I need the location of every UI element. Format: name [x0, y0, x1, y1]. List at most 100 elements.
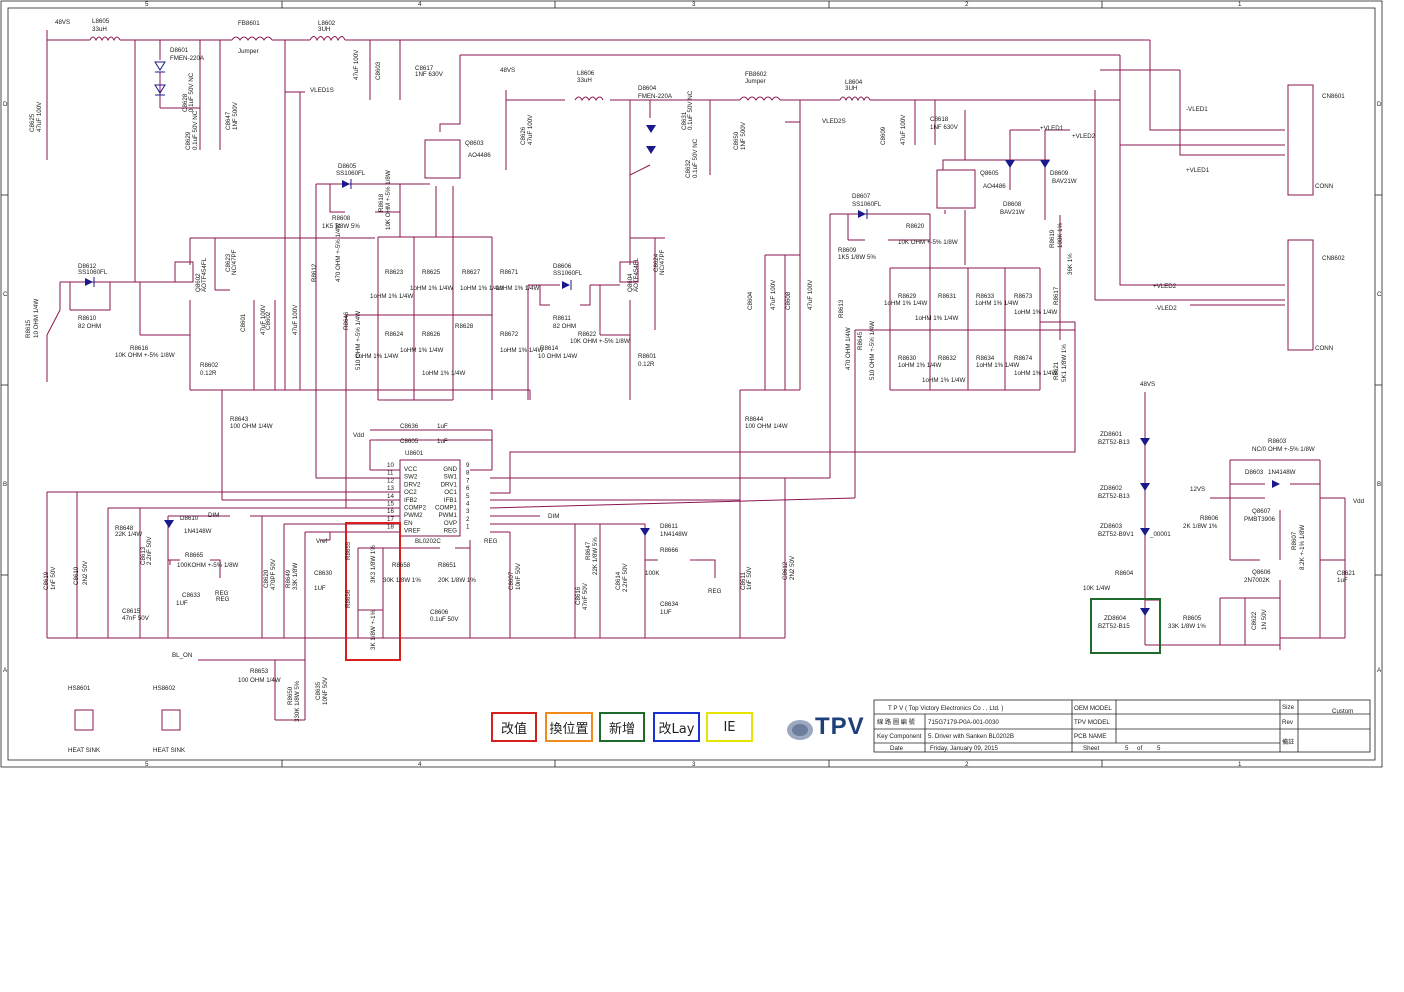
- c8607-value: 10nF 50V: [515, 562, 522, 590]
- r8648-value: 22K 1/4W: [115, 531, 142, 538]
- c8613-ref: C8613: [140, 546, 147, 565]
- u8601-pin-left-5: COMP2: [404, 505, 427, 512]
- legend-change-layout-label: 改Lay: [658, 721, 695, 737]
- c8619-ref: C8619: [43, 571, 50, 590]
- r8665-ref: R8665: [185, 552, 204, 559]
- tpv-logo: TPV: [815, 713, 865, 740]
- r8618-value: 10K OHM +-5% 1/8W: [385, 170, 392, 230]
- title-block-note-label: 備註: [1282, 738, 1294, 746]
- r8673-ref: R8673: [1014, 293, 1033, 300]
- c8617-ref: C8617: [415, 65, 434, 72]
- title-block: [873, 699, 1371, 753]
- r8644-ref: R8644: [745, 416, 764, 423]
- net-label-19: REG: [215, 590, 229, 597]
- u8601-pin-right-5: COMP1: [435, 505, 458, 512]
- r8651-value: 20K 1/8W 1%: [438, 577, 476, 584]
- r8615-ref: R8615: [25, 319, 32, 338]
- u8601-pin-left-6: PWM2: [404, 512, 423, 519]
- u8601-pin-right-0: GND: [443, 466, 457, 473]
- c8614-ref: C8614: [615, 571, 622, 590]
- d8612-ref: D8612: [78, 263, 97, 270]
- c8629-value: 0.1uF 50V NC: [192, 110, 199, 150]
- r8606-value: 2K 1/8W 1%: [1183, 523, 1218, 530]
- c8619-value: 1nF 50V: [50, 566, 57, 590]
- legend-change-value: 改值: [491, 712, 537, 742]
- r8629-ref: R8629: [898, 293, 917, 300]
- d8608-ref: D8608: [1003, 201, 1022, 208]
- u8601-pin-left-1: SW2: [404, 474, 418, 481]
- l8606-ref: L8606: [577, 70, 595, 77]
- title-block-sheet-value: 5: [1125, 745, 1129, 752]
- r8625-value: 1oHM 1% 1/4W: [410, 285, 453, 292]
- c8607-ref: C8607: [508, 571, 515, 590]
- r8630-value: 1oHM 1% 1/4W: [898, 362, 941, 369]
- c8602-ref: C8602: [265, 311, 272, 330]
- c8626-value: 47uF 100V: [527, 114, 534, 145]
- net-label-16: REG: [216, 596, 230, 603]
- r8632-value: 1oHM 1% 1/4W: [922, 377, 965, 384]
- legend-move-position: 換位置: [545, 712, 593, 742]
- r8605-ref: R8605: [1183, 615, 1202, 622]
- c8634-value: 1UF: [660, 609, 672, 616]
- c8625-ref: C8625: [29, 113, 36, 132]
- r8671-ref: R8671: [500, 269, 519, 276]
- c8605-ref: C8605: [400, 438, 419, 445]
- r8647-ref: R8647: [585, 541, 592, 560]
- c8635-ref: C8635: [315, 681, 322, 700]
- u8601-pin-right-6: PWM1: [438, 512, 457, 519]
- r8622-value: 10K OHM +-5% 1/8W: [570, 338, 630, 345]
- c8636-value: 1uF: [437, 423, 448, 430]
- component-symbols: [74, 36, 1314, 731]
- r8655-ref: R8655: [345, 541, 352, 560]
- u8601-pinnum-left-8: 18: [387, 524, 394, 531]
- c8618-value: 1NF 630V: [930, 124, 959, 131]
- l8602-value: 3UH: [318, 26, 330, 33]
- u8601-pin-right-3: OC1: [444, 489, 457, 496]
- fb8601-value: Jumper: [238, 48, 259, 55]
- cn8601-value: CONN: [1315, 183, 1333, 190]
- r8628-ref: R8628: [455, 323, 474, 330]
- u8601-pinnum-left-2: 12: [387, 477, 394, 484]
- r8658-ref: R8658: [392, 562, 411, 569]
- r8633-ref: R8633: [976, 293, 995, 300]
- d8608-value: BAV21W: [1000, 209, 1025, 216]
- d8607-ref: D8607: [852, 193, 871, 200]
- c8650-value: 1NF 500V: [740, 121, 747, 150]
- c8624-value: NC/47PF: [659, 249, 666, 275]
- r8630-ref: R8630: [898, 355, 917, 362]
- r8653-ref: R8653: [250, 668, 269, 675]
- u8601-pin-right-8: REG: [444, 528, 458, 535]
- r8609-ref: R8609: [838, 247, 857, 254]
- c8614-value: 2.2nF 50V: [622, 563, 629, 592]
- q8604-ref: Q8604: [627, 273, 634, 292]
- c8616-ref: C8616: [575, 586, 582, 605]
- u8601-pinnum-left-5: 15: [387, 501, 394, 508]
- net-label-4: -VLED1: [1186, 106, 1208, 113]
- u8601-pinnum-right-1: 8: [466, 470, 470, 477]
- r8632-ref: R8632: [938, 355, 957, 362]
- r8611-value: 82 OHM: [553, 323, 576, 330]
- r8627-ref: R8627: [462, 269, 481, 276]
- c8609-value: 47uF 100V: [900, 114, 907, 145]
- r8646-ref: R8646: [343, 311, 350, 330]
- r8620-ref: R8620: [906, 223, 925, 230]
- u8601-pinnum-left-7: 17: [387, 516, 394, 523]
- l8605-value: 33uH: [92, 26, 107, 33]
- r8616-ref: R8616: [130, 345, 149, 352]
- border-num-2-bottom: 2: [965, 761, 969, 768]
- r8633-value: 1oHM 1% 1/4W: [975, 300, 1018, 307]
- border-num-1-bottom: 1: [1238, 761, 1242, 768]
- d8606-value: SS1060FL: [553, 270, 583, 277]
- c8626-ref: C8626: [520, 126, 527, 145]
- r8621-ref: R8621: [1053, 361, 1060, 380]
- q8605-ref: Q8605: [980, 170, 999, 177]
- title-block-size-value: Custom: [1332, 708, 1353, 715]
- net-label-15: DIM: [548, 513, 559, 520]
- net-label-13: Vdd: [1353, 498, 1365, 505]
- c8623-ref: C8623: [225, 253, 232, 272]
- c8620-value: 470PF 50V: [270, 558, 277, 590]
- c8621-ref: C8621: [1337, 570, 1356, 577]
- r8619-ref: R8619: [1049, 229, 1056, 248]
- r8650-value: 330K 1/8W 5%: [294, 680, 301, 722]
- r8646-value: 510 OHM +-5% 1/4W: [355, 311, 362, 370]
